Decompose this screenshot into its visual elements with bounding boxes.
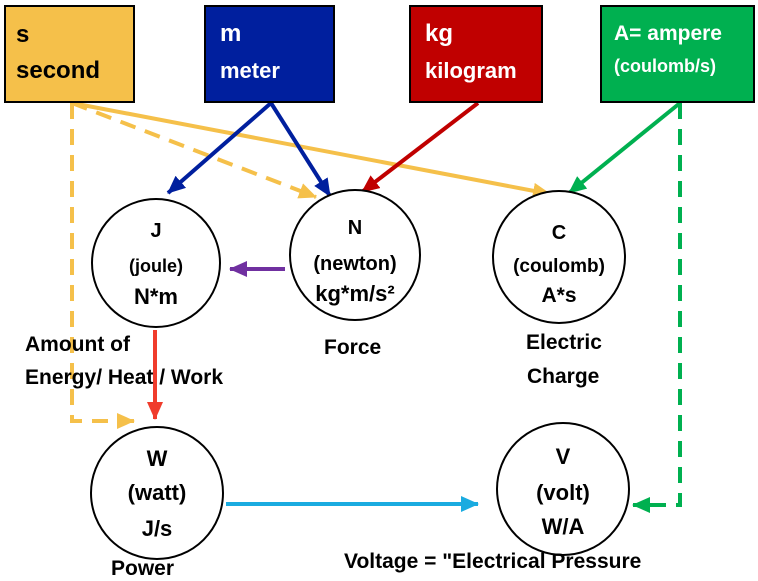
caption-voltage: Voltage = "Electrical Pressure (344, 550, 642, 573)
node-watt-formula: J/s (141, 516, 173, 541)
arrow-second-to-watt (70, 103, 135, 429)
node-volt: V (volt) W/A (496, 422, 630, 556)
unit-name-kilogram: kilogram (425, 58, 517, 83)
caption-charge-line1: Electric (526, 331, 602, 354)
node-coulomb: C (coulomb) A*s (492, 190, 626, 324)
arrow-ampere-to-volt (632, 103, 682, 513)
unit-symbol-kilogram: kg (425, 20, 454, 47)
node-newton: N (newton) kg*m/s² (289, 189, 421, 321)
unit-symbol-ampere: A= ampere (614, 22, 722, 45)
node-coulomb-name: (coulomb) (513, 256, 605, 277)
unit-box-meter: m meter (204, 5, 335, 103)
unit-box-ampere: A= ampere (coulomb/s) (600, 5, 755, 103)
caption-power: Power (111, 557, 175, 580)
arrow-ampere-to-charge (567, 101, 682, 195)
unit-box-second: s second (4, 5, 135, 103)
unit-symbol-second: s (16, 21, 30, 48)
unit-name-ampere: (coulomb/s) (614, 56, 716, 76)
caption-force: Force (324, 336, 382, 359)
caption-energy-line1: Amount of (25, 333, 130, 356)
unit-name-meter: meter (220, 58, 280, 83)
unit-name-second: second (16, 57, 101, 84)
node-newton-name: (newton) (313, 253, 397, 275)
node-coulomb-formula: A*s (541, 284, 577, 307)
arrow-meter-to-joule (166, 101, 273, 195)
caption-energy-line2: Energy/ Heat / Work (25, 366, 224, 389)
arrow-second-to-newton (71, 101, 317, 199)
arrow-kilogram-to-newton (360, 101, 480, 194)
node-watt-symbol: W (146, 446, 168, 471)
node-joule: J (joule) N*m (91, 198, 221, 328)
node-volt-name: (volt) (536, 480, 590, 505)
node-volt-formula: W/A (541, 514, 585, 539)
node-newton-symbol: N (347, 217, 363, 239)
unit-symbol-meter: m (220, 20, 242, 47)
node-joule-formula: N*m (133, 284, 178, 309)
node-joule-name: (joule) (129, 256, 183, 276)
unit-box-kilogram: kg kilogram (409, 5, 543, 103)
arrow-meter-to-newton (269, 101, 332, 198)
node-newton-formula: kg*m/s² (315, 281, 395, 306)
node-coulomb-symbol: C (551, 222, 567, 244)
caption-charge-line2: Charge (527, 365, 600, 388)
node-watt: W (watt) J/s (90, 426, 224, 560)
node-joule-symbol: J (150, 220, 162, 242)
node-volt-symbol: V (555, 444, 571, 469)
arrow-second-to-charge (71, 101, 551, 199)
node-watt-name: (watt) (127, 480, 187, 505)
